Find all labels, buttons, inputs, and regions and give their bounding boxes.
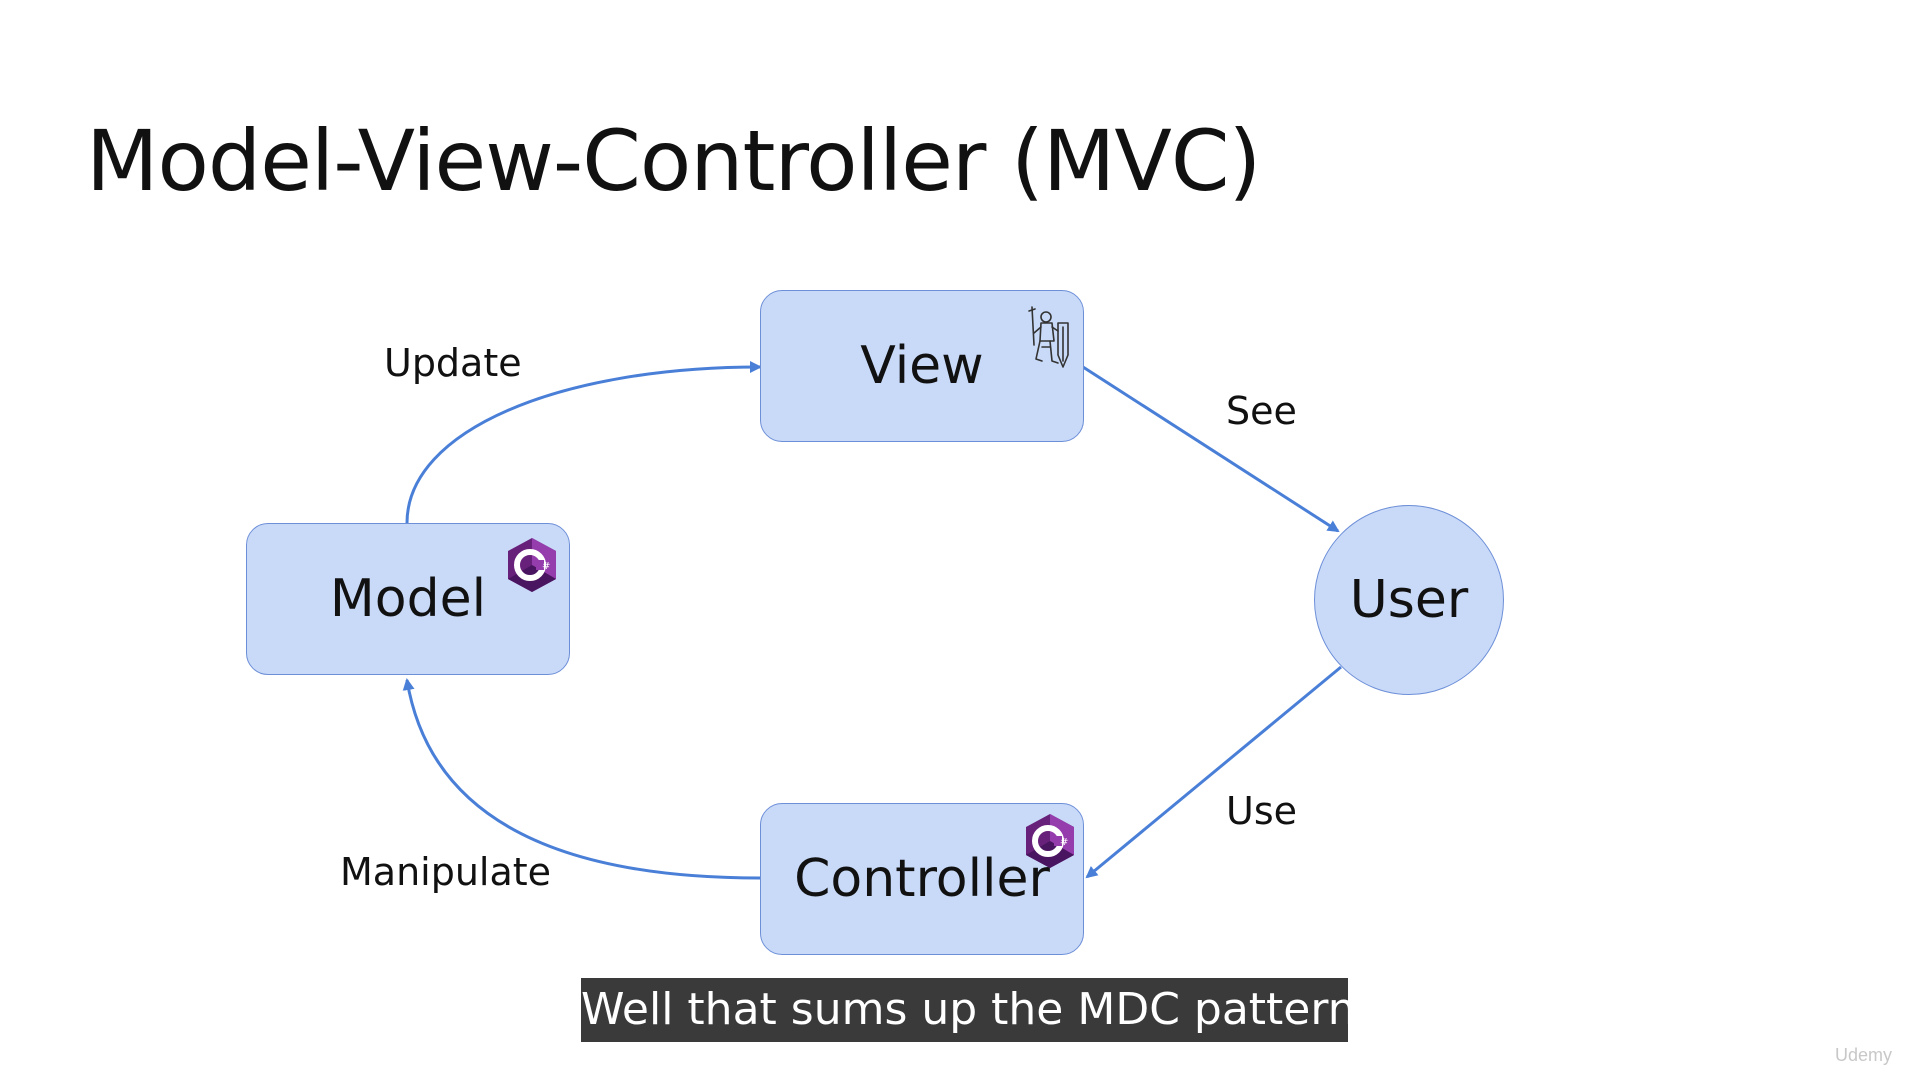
model-node: Model # bbox=[246, 523, 570, 675]
user-label: User bbox=[1349, 570, 1469, 630]
see-arrow bbox=[1082, 365, 1340, 533]
view-node: View bbox=[760, 290, 1084, 442]
svg-text:#: # bbox=[1060, 837, 1068, 848]
controller-label: Controller bbox=[794, 849, 1050, 909]
manipulate-arrow bbox=[402, 678, 761, 880]
controller-node: Controller # bbox=[760, 803, 1084, 955]
update-label: Update bbox=[384, 341, 522, 385]
svg-text:#: # bbox=[542, 561, 550, 572]
see-label: See bbox=[1226, 389, 1297, 433]
knight-illustration-icon bbox=[1028, 306, 1069, 368]
use-label: Use bbox=[1226, 789, 1297, 833]
manipulate-label: Manipulate bbox=[340, 850, 552, 894]
csharp-logo-icon: # bbox=[1026, 814, 1074, 868]
slide-title: Model-View-Controller (MVC) bbox=[86, 112, 1261, 210]
view-label: View bbox=[860, 336, 984, 396]
use-arrow bbox=[1085, 665, 1342, 879]
user-node: User bbox=[1314, 505, 1504, 695]
udemy-watermark: Udemy bbox=[1834, 1045, 1892, 1065]
csharp-logo-icon: # bbox=[508, 538, 556, 592]
subtitle-caption: Well that sums up the MDC pattern. bbox=[581, 978, 1370, 1042]
update-arrow bbox=[405, 361, 762, 524]
model-label: Model bbox=[329, 569, 487, 629]
